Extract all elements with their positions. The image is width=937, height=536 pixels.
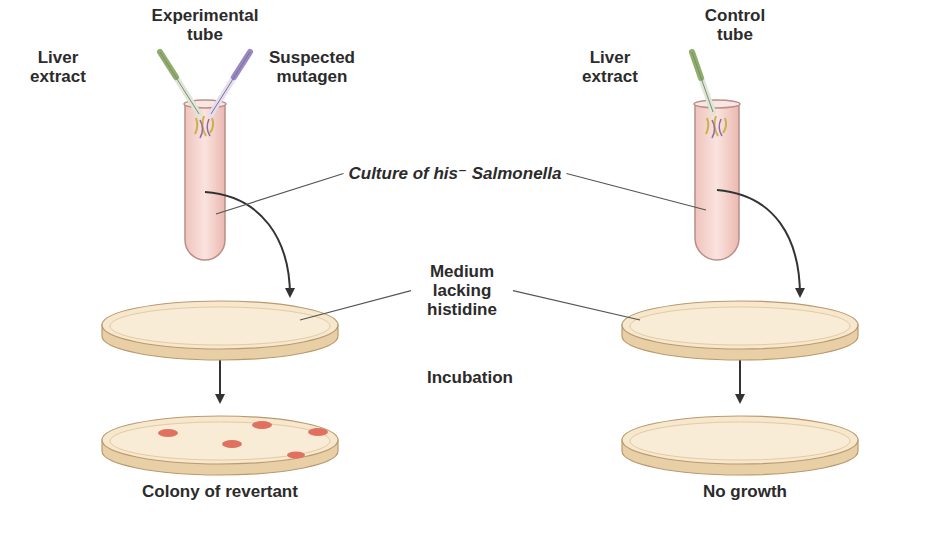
label: Colony of revertant <box>142 482 298 501</box>
label: Liver extract <box>17 48 99 86</box>
dish-top <box>102 301 338 349</box>
petri-dishes <box>102 301 858 475</box>
pipette <box>692 52 713 112</box>
dish-top <box>102 416 338 464</box>
transfer-arrow <box>205 192 290 296</box>
incubation-arrow <box>219 356 221 402</box>
label: Control tube <box>693 6 777 44</box>
dish-top <box>622 416 858 464</box>
agar-medium <box>630 422 850 460</box>
pipette <box>160 52 199 114</box>
incubation-arrow <box>739 356 741 402</box>
pipette <box>211 52 250 114</box>
agar-medium <box>110 422 330 460</box>
agar-medium <box>110 307 330 345</box>
leader-line <box>513 291 640 320</box>
dish-top <box>622 301 858 349</box>
transfer-arrow <box>717 190 800 296</box>
revertant-colonies <box>158 421 328 459</box>
test-tube <box>184 100 226 260</box>
leader-line <box>567 174 707 210</box>
test-tube <box>694 100 740 260</box>
leader-line <box>216 174 343 214</box>
label: Liver extract <box>569 48 651 86</box>
leader-line <box>300 291 411 320</box>
label: Experimental tube <box>140 6 270 44</box>
label: Suspected mutagen <box>262 48 362 86</box>
label: Medium lacking histidine <box>416 262 508 319</box>
agar-medium <box>630 307 850 345</box>
label: Incubation <box>427 368 513 387</box>
label: No growth <box>703 482 787 501</box>
label: Culture of his⁻ Salmonella <box>348 164 561 183</box>
